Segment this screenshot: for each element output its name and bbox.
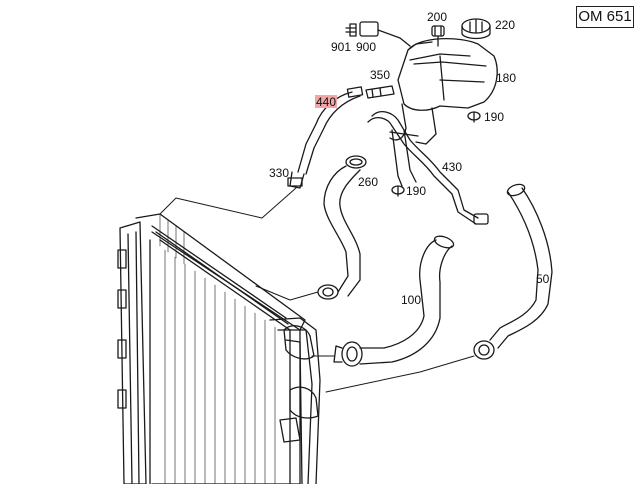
expansion-tank[interactable] — [389, 37, 498, 145]
clamp-260[interactable] — [345, 155, 367, 169]
cap-220[interactable] — [461, 18, 491, 40]
label-430[interactable]: 430 — [442, 160, 462, 174]
hose-260[interactable] — [317, 165, 361, 300]
label-440[interactable]: 440 — [316, 95, 336, 109]
seal-200[interactable] — [431, 25, 445, 47]
label-350[interactable]: 350 — [370, 68, 390, 82]
leader-330 — [159, 187, 297, 219]
label-190-lower[interactable]: 190 — [406, 184, 426, 198]
hose-50[interactable] — [473, 182, 553, 360]
label-50[interactable]: 50 — [536, 272, 550, 286]
hose-430[interactable] — [367, 110, 489, 225]
label-900[interactable]: 900 — [356, 40, 376, 54]
label-100[interactable]: 100 — [401, 293, 421, 307]
label-901[interactable]: 901 — [331, 40, 351, 54]
bolt-190-right[interactable] — [467, 111, 481, 123]
bleed-pipe[interactable] — [389, 129, 419, 187]
leader-260 — [255, 285, 319, 301]
label-180[interactable]: 180 — [496, 71, 516, 85]
leader-50 — [325, 355, 475, 393]
engine-badge: OM 651 — [576, 6, 634, 28]
label-330[interactable]: 330 — [269, 166, 289, 180]
sensor-900[interactable] — [345, 21, 411, 47]
radiator-core-fins — [159, 213, 276, 484]
hose-330[interactable] — [287, 171, 305, 189]
label-190-right[interactable]: 190 — [484, 110, 504, 124]
hose-100[interactable] — [333, 234, 455, 367]
highlight-440 — [315, 95, 337, 108]
label-200[interactable]: 200 — [427, 10, 447, 24]
label-220[interactable]: 220 — [495, 18, 515, 32]
radiator[interactable] — [117, 213, 321, 484]
label-260[interactable]: 260 — [358, 175, 378, 189]
connector-350[interactable] — [365, 85, 395, 99]
bolt-190-lower[interactable] — [391, 185, 405, 197]
